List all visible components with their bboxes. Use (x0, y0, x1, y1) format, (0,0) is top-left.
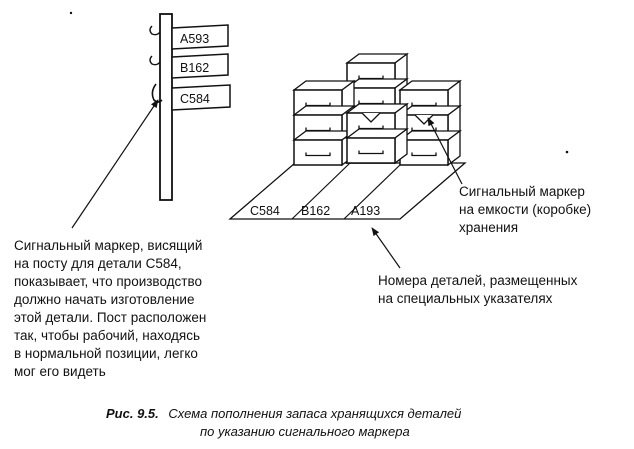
callout-line: мог его видеть (14, 364, 106, 379)
hook-icon (149, 55, 161, 66)
caption-line1: Схема пополнения запаса хранящихся детал… (168, 406, 461, 421)
post-card-label: A593 (180, 32, 209, 46)
callout-line: Сигнальный маркер (459, 184, 585, 199)
post-pole (159, 13, 173, 201)
signal-post: A593 B162 C584 (149, 13, 231, 201)
floor-outline (228, 162, 467, 220)
drawer-handle-icon (411, 152, 437, 157)
storage-boxes (292, 52, 462, 167)
callout-line: этой детали. Пост расположен (14, 310, 206, 325)
floor-divider (343, 162, 403, 220)
callout-line: должно начать изготовление (14, 292, 194, 307)
callout-line: на специальных указателях (378, 291, 553, 306)
caption-line2: по указанию сигнального маркера (200, 424, 410, 439)
storage-box (345, 127, 409, 165)
drawer-handle-icon (305, 152, 331, 157)
figure-caption: Рис. 9.5. Схема пополнения запаса хранящ… (106, 406, 465, 439)
floor-divider (291, 162, 351, 220)
hook-icon (149, 25, 161, 36)
floor-label: B162 (301, 204, 330, 218)
post-marker-callout: Сигнальный маркер, висящий на посту для … (14, 238, 210, 379)
post-card: A593 (171, 24, 229, 50)
callout-line: так, чтобы рабочий, находясь (14, 328, 200, 343)
post-card-label: C584 (180, 92, 210, 106)
callout-line: показывает, что производство (14, 274, 202, 289)
callout-line: хранения (459, 220, 518, 235)
speck (565, 150, 569, 154)
post-card: B162 (171, 53, 229, 79)
callout-line: в нормальной позиции, легко (14, 346, 198, 361)
floor-label: A193 (351, 204, 380, 218)
callout-line: на емкости (коробке) (459, 202, 591, 217)
floor-label: C584 (250, 204, 280, 218)
post-card-label: B162 (180, 61, 209, 75)
callout-line: Номера деталей, размещенных (378, 273, 578, 288)
drawer-handle-icon (358, 150, 384, 155)
part-numbers-arrow (371, 227, 401, 269)
box-marker-callout: Сигнальный маркер на емкости (коробке) х… (459, 184, 595, 235)
callout-line: Сигнальный маркер, висящий (14, 238, 202, 253)
callout-line: на посту для детали С584, (14, 256, 182, 271)
signal-marker-icon (361, 112, 381, 123)
post-card: C584 (171, 84, 231, 111)
floor-area: C584 B162 A193 (228, 162, 467, 220)
box-marker-arrow (427, 117, 463, 185)
speck (69, 11, 73, 15)
part-numbers-callout: Номера деталей, размещенных на специальн… (378, 273, 581, 306)
storage-box (292, 129, 356, 167)
post-marker-arrow (71, 99, 159, 229)
storage-box (398, 129, 462, 167)
caption-number: Рис. 9.5. (106, 406, 159, 421)
